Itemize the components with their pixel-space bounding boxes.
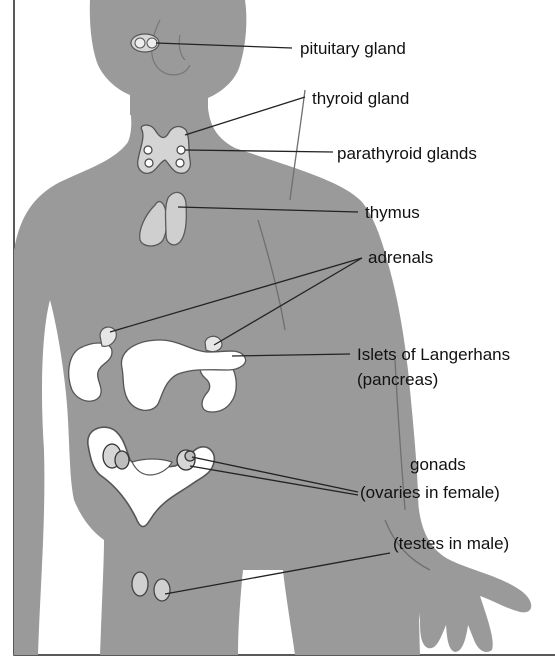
label-thyroid-gland: thyroid gland — [312, 89, 409, 108]
pituitary-gland — [131, 34, 159, 52]
body-silhouette — [14, 0, 531, 655]
label-ovaries: (ovaries in female) — [360, 483, 500, 502]
label-pancreas: (pancreas) — [357, 370, 438, 389]
label-parathyroid-glands: parathyroid glands — [337, 144, 477, 163]
right-adrenal — [205, 336, 222, 351]
label-pituitary-gland: pituitary gland — [300, 39, 406, 58]
label-gonads: gonads — [410, 455, 466, 474]
label-thymus: thymus — [365, 203, 420, 222]
label-testes: (testes in male) — [393, 534, 509, 553]
label-adrenals: adrenals — [368, 248, 433, 267]
label-islets-of-langerhans: Islets of Langerhans — [357, 345, 510, 364]
